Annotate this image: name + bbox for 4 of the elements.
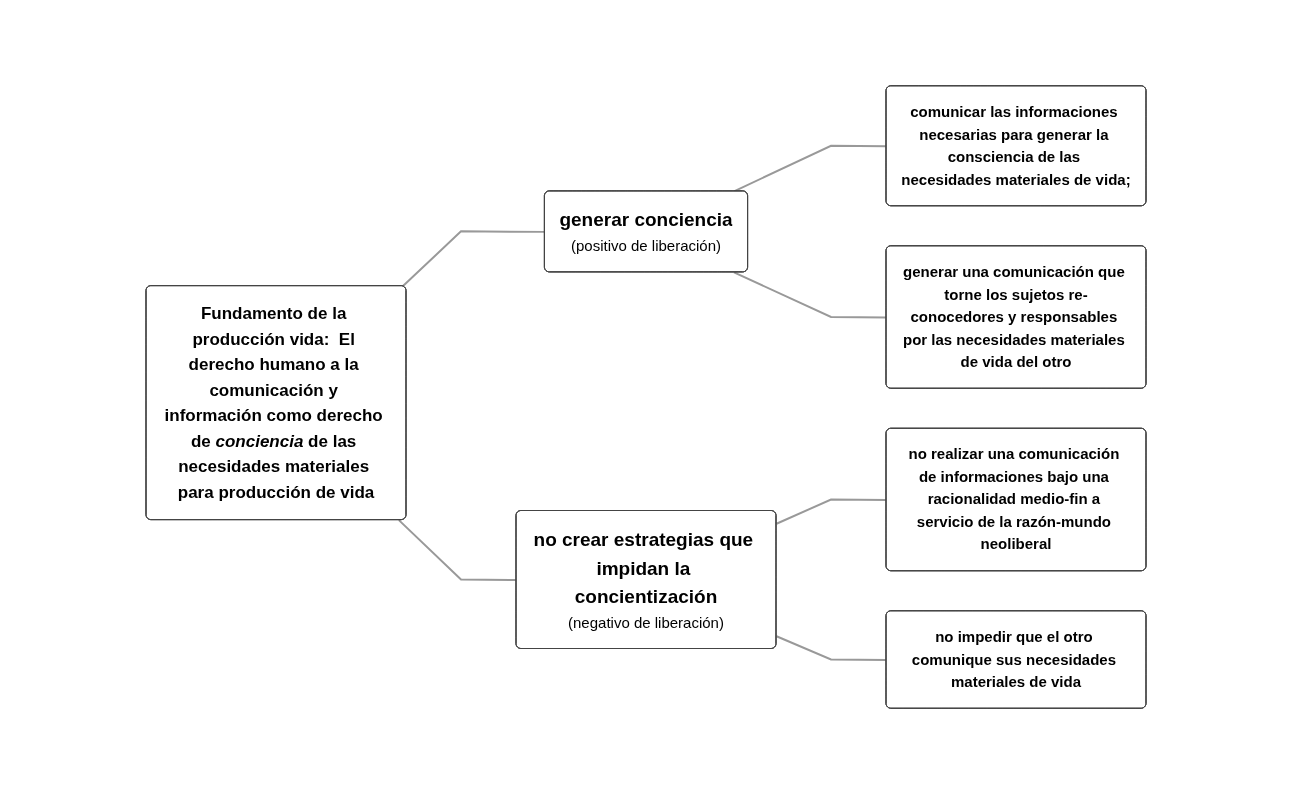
connector xyxy=(775,635,887,661)
connector xyxy=(732,271,887,319)
connector xyxy=(397,519,517,581)
connector xyxy=(775,498,887,525)
